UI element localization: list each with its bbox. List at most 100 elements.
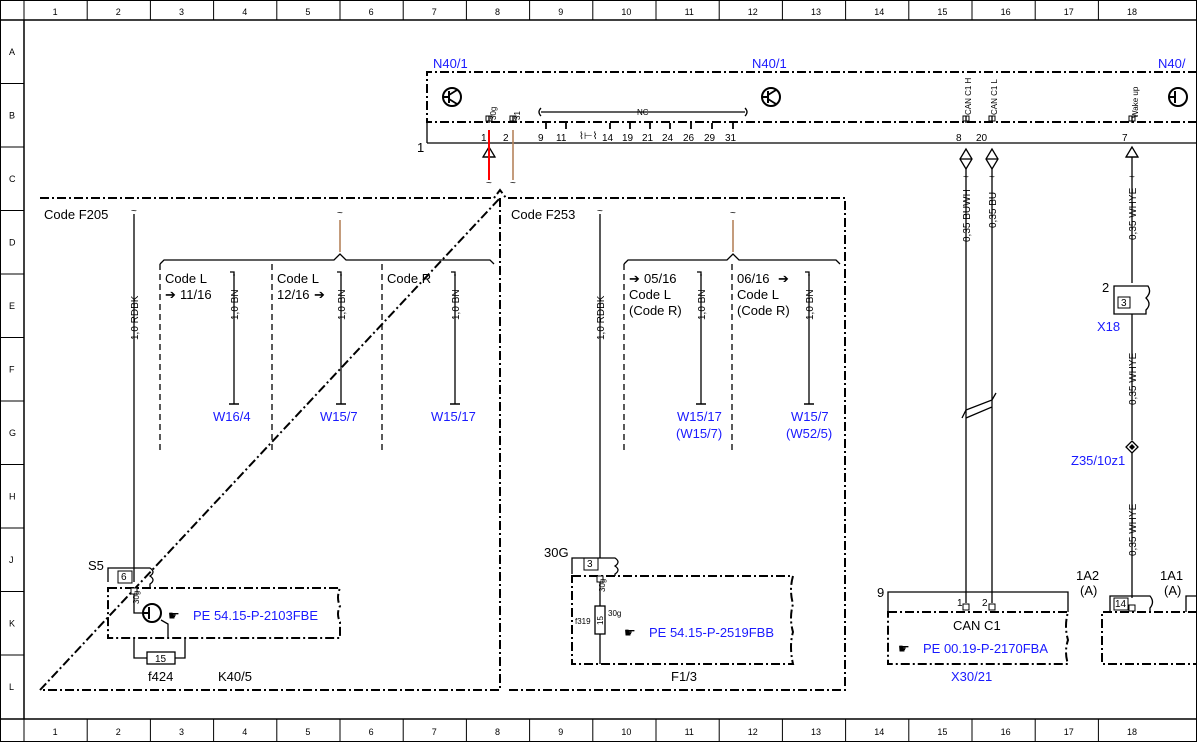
pin-14-bracket xyxy=(1109,595,1154,612)
wire-rdbk-right-label: 1,0 RDBK xyxy=(596,295,607,340)
nc-label: NC xyxy=(637,108,649,117)
f319-30g-label: 30g xyxy=(608,609,621,618)
wire-rdbk-left-label: 1,0 RDBK xyxy=(130,295,141,340)
ruler-column-label: 7 xyxy=(432,727,437,737)
ruler-column-label: 14 xyxy=(874,7,884,17)
code-l2-date: 12/16 xyxy=(277,287,310,302)
ruler-column-label: 11 xyxy=(685,7,694,17)
pin-wakeup-label: Wake up xyxy=(1131,86,1140,118)
code-r-label: Code R xyxy=(387,271,431,286)
x18-inner-label: 3 xyxy=(1121,298,1127,309)
link-pe-2170[interactable]: PE 00.19-P-2170FBA xyxy=(923,641,1048,656)
component-f13-label[interactable]: F1/3 xyxy=(671,669,697,684)
ruler-column-label: 9 xyxy=(558,7,563,17)
date-0616-label: 06/16 xyxy=(737,271,770,286)
ruler-column-label: 11 xyxy=(685,727,694,737)
arrow-label: ➔ xyxy=(314,287,325,302)
pos-1a1-label: 1A1 xyxy=(1160,568,1183,583)
ruler-column-label: 8 xyxy=(495,7,500,17)
k40-internal-wire xyxy=(133,594,169,638)
wire-buwh-label: 0,35 BUWH xyxy=(962,189,973,242)
ruler-column-label: 12 xyxy=(748,727,758,737)
wire-break-symbol: ~ xyxy=(510,178,516,189)
f13-pin-box xyxy=(583,557,599,571)
component-z35-label[interactable]: Z35/10z1 xyxy=(1071,453,1125,468)
link-pe-2103[interactable]: PE 54.15-P-2103FBE xyxy=(193,608,318,623)
ruler-row-label: F xyxy=(9,364,15,374)
ref-w15-17a[interactable]: W15/17 xyxy=(431,409,476,424)
code-date-bracket xyxy=(623,253,841,265)
ruler-column-label: 5 xyxy=(305,7,310,17)
ruler-row-label: E xyxy=(9,301,15,311)
component-x18-label[interactable]: X18 xyxy=(1097,319,1120,334)
ruler-row-label: B xyxy=(9,110,15,120)
n40-module-outline xyxy=(426,71,1197,123)
component-s5-label: S5 xyxy=(88,558,104,573)
pin-14-terminal xyxy=(1128,604,1136,612)
hand-pointer-icon: ☛ xyxy=(898,641,910,656)
wire-break-symbol: ~ xyxy=(963,172,969,183)
ruler-column-label: 3 xyxy=(179,7,184,17)
ruler-column-label: 16 xyxy=(1001,727,1011,737)
pin-can-l-label: CAN C1 L xyxy=(990,78,999,115)
pin-1-label: 1 xyxy=(481,133,487,144)
f-30g-label: 30G xyxy=(544,545,569,560)
wire-break-symbol: ~ xyxy=(486,178,492,189)
ref-w15-17b[interactable]: W15/17 xyxy=(677,409,722,424)
wire-bn-1-label: 1,0 BN xyxy=(230,289,241,320)
wire-break-symbol: ~ xyxy=(1129,172,1135,183)
pin-31b-label: 31 xyxy=(725,133,737,144)
link-pe-2519[interactable]: PE 54.15-P-2519FBB xyxy=(649,625,774,640)
f424-fuse-value: 15 xyxy=(155,654,167,665)
component-n40-mid-label[interactable]: N40/1 xyxy=(752,56,787,71)
component-k40-label[interactable]: K40/5 xyxy=(218,669,252,684)
pin-19-label: 19 xyxy=(622,133,634,144)
pin-26-label: 26 xyxy=(683,133,695,144)
right-module-outline xyxy=(1101,611,1197,665)
ref-w15-7a[interactable]: W15/7 xyxy=(320,409,358,424)
component-x30-label[interactable]: X30/21 xyxy=(951,669,992,684)
code-l4-label: Code L xyxy=(737,287,779,302)
ruler-row-label: D xyxy=(9,237,16,247)
ruler-row-label: H xyxy=(9,491,16,501)
ref-w15-7b[interactable]: (W15/7) xyxy=(676,426,722,441)
s5-pin-label: 6 xyxy=(121,572,127,583)
pin-30g-label: 30g xyxy=(489,107,498,120)
arrow-label: ➔ xyxy=(165,287,176,302)
pin-row: 30g 31 1 2 9 11 ⌇⊢⌇ 14 19 21 24 26 29 31… xyxy=(481,77,1140,144)
pin-squiggle: ⌇⊢⌇ xyxy=(579,131,597,142)
x18-inner-pin xyxy=(1117,296,1131,309)
pin-9-label: 9 xyxy=(538,133,544,144)
ruler-column-label: 16 xyxy=(1001,7,1011,17)
code-r4-label: (Code R) xyxy=(737,303,790,318)
code-f205-label: Code F205 xyxy=(44,207,108,222)
pin-31-label: 31 xyxy=(513,111,522,120)
wire-bn-2-label: 1,0 BN xyxy=(337,289,348,320)
bn-wire-group-right xyxy=(696,271,814,405)
pin-8-label: 8 xyxy=(956,133,962,144)
s5-bracket xyxy=(107,567,154,588)
can-pin-2 xyxy=(988,603,996,611)
pin-24-label: 24 xyxy=(662,133,674,144)
component-n40-right-label[interactable]: N40/ xyxy=(1158,56,1186,71)
code-f253-label: Code F253 xyxy=(511,207,575,222)
ruler-column-label: 10 xyxy=(621,727,631,737)
ref-w15-7c[interactable]: W15/7 xyxy=(791,409,829,424)
pin-20-label: 20 xyxy=(976,133,988,144)
transistor-icon xyxy=(142,603,162,623)
code-l1-date: 11/16 xyxy=(180,287,212,302)
f13-module-outline xyxy=(571,575,795,665)
hand-pointer-icon: ☛ xyxy=(624,625,636,640)
connector-icon xyxy=(959,147,973,171)
x18-pin-label: 2 xyxy=(1102,280,1109,295)
wire-bn-5-label: 1,0 BN xyxy=(805,289,816,320)
f424-fuse xyxy=(146,651,176,665)
can-twist xyxy=(961,392,997,419)
f424-fuse-wire xyxy=(133,638,186,659)
component-n40-left-label[interactable]: N40/1 xyxy=(433,56,468,71)
ref-w52-5[interactable]: (W52/5) xyxy=(786,426,832,441)
code-r3-label: (Code R) xyxy=(629,303,682,318)
wire-can-bu[interactable] xyxy=(965,169,993,603)
ref-w16-4[interactable]: W16/4 xyxy=(213,409,251,424)
wire-break-symbol: ~ xyxy=(730,208,736,219)
